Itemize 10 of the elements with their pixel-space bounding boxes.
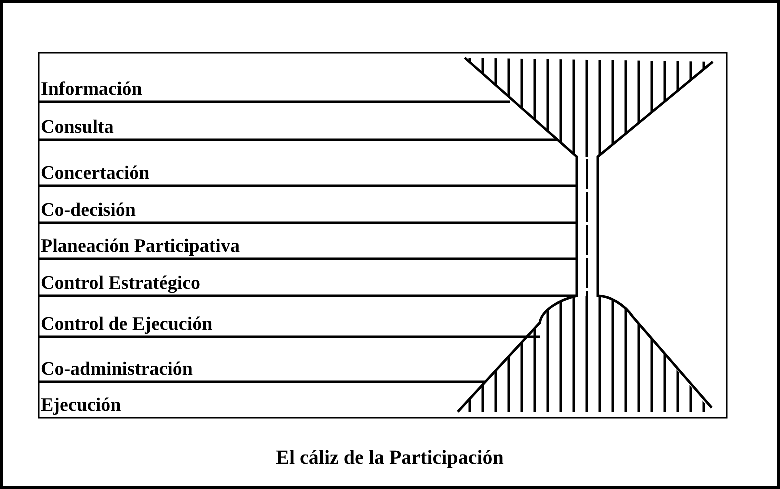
caption: El cáliz de la Participación xyxy=(276,447,504,469)
level-label: Información xyxy=(41,80,142,100)
level-label: Planeación Participativa xyxy=(41,237,240,257)
level-label: Control de Ejecución xyxy=(41,315,213,335)
level-label: Consulta xyxy=(41,118,114,138)
level-label: Control Estratégico xyxy=(41,274,201,294)
level-label: Concertación xyxy=(41,164,150,184)
level-label: Co-administración xyxy=(41,360,193,380)
level-label: Co-decisión xyxy=(41,201,136,221)
level-label: Ejecución xyxy=(41,396,122,416)
